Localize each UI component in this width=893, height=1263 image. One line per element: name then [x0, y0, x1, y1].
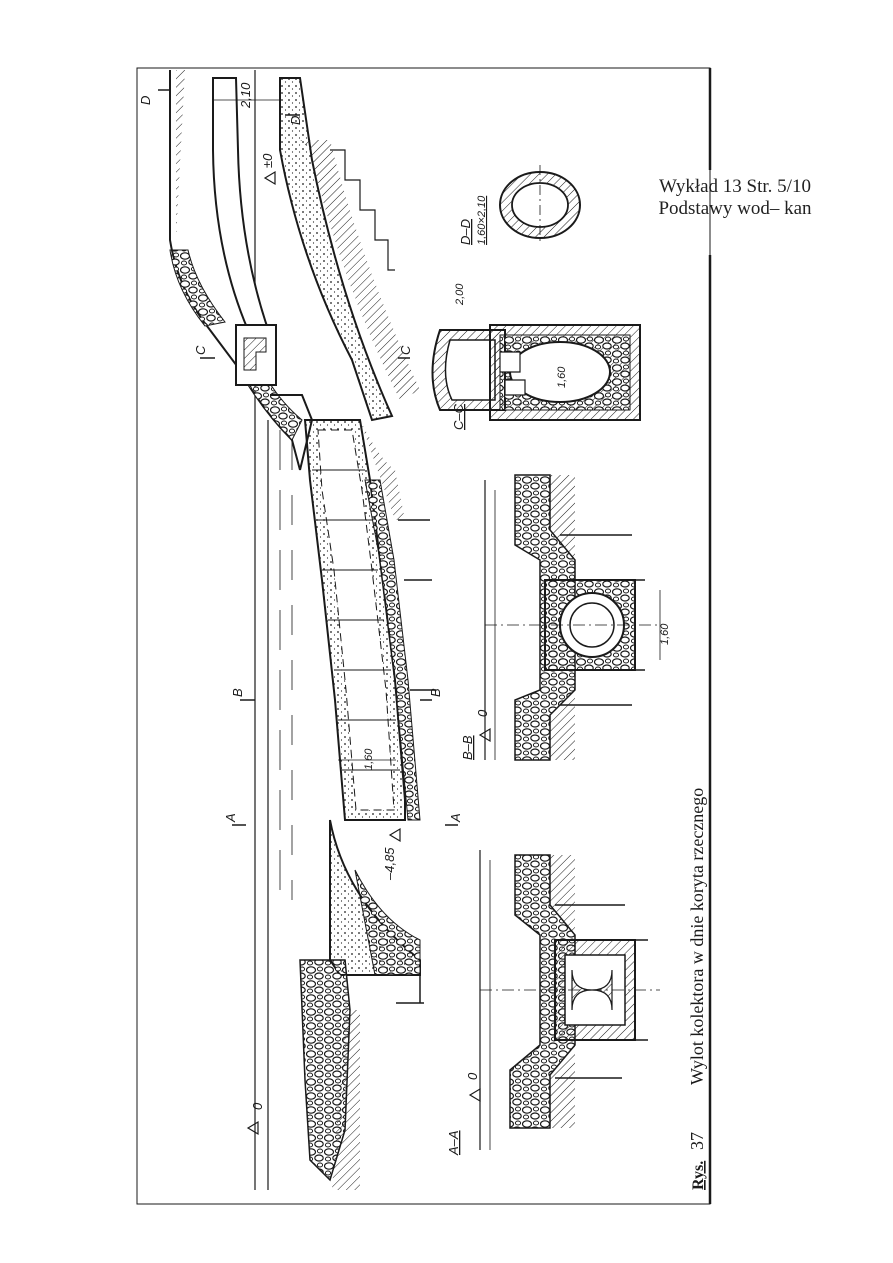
section-dd: D–D 1,60×2,10: [458, 165, 581, 245]
culvert-bedding: [364, 479, 421, 821]
apron-edge: [360, 974, 421, 1003]
svg-text:A: A: [448, 813, 463, 823]
chamber-c-step: [243, 337, 267, 371]
section-dd-size: 1,60×2,10: [476, 195, 488, 245]
figure-label: Rys.: [690, 1161, 707, 1190]
chamber-c-outlet: [270, 394, 314, 471]
section-aa: A–A 0: [446, 850, 660, 1156]
svg-text:±0: ±0: [260, 153, 275, 168]
outlet-riprap: [354, 869, 421, 976]
svg-text:D: D: [288, 116, 303, 125]
svg-text:0: 0: [465, 1072, 480, 1080]
svg-text:B: B: [428, 688, 443, 697]
svg-text:D: D: [138, 96, 153, 105]
dimension-160-bb: 1,60: [659, 623, 671, 645]
longitudinal-section: D D C C B B A A: [138, 70, 463, 1190]
section-bb-label: B–B: [460, 735, 475, 760]
svg-text:B: B: [230, 688, 245, 697]
figure-title: Wylot kolektora w dnie koryta rzecznego: [687, 788, 707, 1085]
svg-text:0: 0: [250, 1102, 265, 1110]
dimension-160-cc: 1,60: [556, 366, 568, 388]
svg-text:–4,85: –4,85: [382, 847, 397, 881]
elevation-plus-zero: ±0: [260, 153, 276, 186]
bank-riprap: [169, 249, 226, 327]
dimension-210: 2,10: [213, 82, 280, 109]
culvert-soil-hatch: [360, 420, 405, 520]
section-dd-label: D–D: [458, 219, 473, 245]
marker-b: B B: [230, 688, 443, 701]
trench-steps: [330, 149, 395, 271]
header-line-1: Wykład 13 Str. 5/10: [659, 176, 811, 197]
svg-text:C: C: [398, 345, 413, 355]
section-aa-label: A–A: [446, 1130, 461, 1156]
svg-text:1,60: 1,60: [363, 748, 375, 770]
svg-text:0: 0: [475, 709, 490, 717]
collector-soil-hatch: [300, 140, 420, 400]
elevation-minus-485: –4,85: [382, 827, 401, 881]
section-cc: C–C 2,00 1,60: [431, 283, 641, 430]
header-line-2: Podstawy wod– kan: [658, 198, 812, 219]
dimension-200: 2,00: [454, 283, 466, 306]
figure-caption: Rys. 37 Wylot kolektora w dnie koryta rz…: [687, 788, 707, 1190]
elevation-zero: 0: [246, 1102, 265, 1136]
bank-soil-hatch: [176, 70, 185, 240]
collector-pipe-wall-bottom: [279, 77, 394, 422]
svg-text:C: C: [193, 345, 208, 355]
marker-d-top: D D: [138, 89, 303, 125]
figure-number: 37: [687, 1132, 707, 1150]
svg-text:A: A: [223, 813, 238, 823]
marker-c: C C: [193, 345, 413, 359]
lower-soil-hatch: [332, 1010, 360, 1190]
dimension-160-culvert: 1,60: [338, 748, 396, 770]
piles: [396, 519, 436, 1004]
svg-text:2,10: 2,10: [238, 82, 253, 109]
marker-a: A A: [223, 813, 463, 826]
collector-pipe-wall-top: [212, 77, 272, 337]
section-bb: B–B 0 1,60: [460, 474, 671, 761]
